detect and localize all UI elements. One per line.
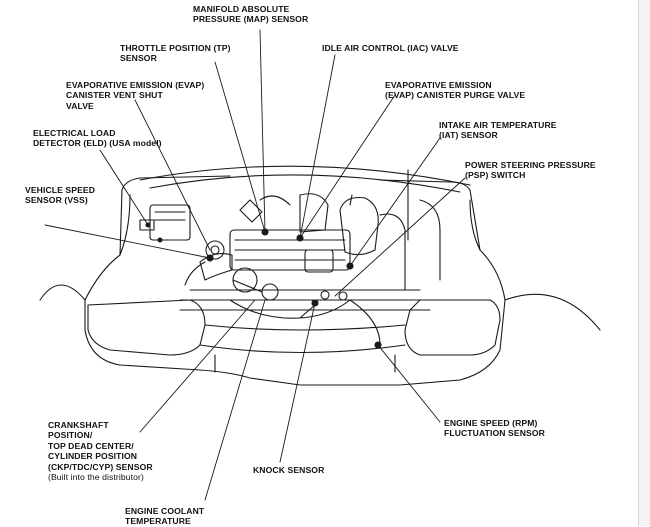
vss-label: VEHICLE SPEED SENSOR (VSS) (25, 185, 96, 206)
car-body-outline (39, 165, 601, 386)
evap-vent-valve-label: EVAPORATIVE EMISSION (EVAP) CANISTER VEN… (66, 80, 205, 111)
iac-valve-label: IDLE AIR CONTROL (IAC) VALVE (322, 43, 459, 53)
eld-label: ELECTRICAL LOAD DETECTOR (ELD) (USA mode… (33, 128, 162, 149)
ckp-note-label: (Built into the distributor) (48, 472, 144, 482)
leader-lines (44, 29, 466, 501)
ect-sensor-label: ENGINE COOLANT TEMPERATURE (125, 506, 205, 527)
map-sensor-label: MANIFOLD ABSOLUTE PRESSURE (MAP) SENSOR (193, 4, 309, 25)
iat-sensor-label: INTAKE AIR TEMPERATURE (IAT) SENSOR (439, 120, 557, 141)
knock-sensor-label: KNOCK SENSOR (253, 465, 325, 475)
psp-switch-label: POWER STEERING PRESSURE (PSP) SWITCH (465, 160, 596, 181)
tp-sensor-label: THROTTLE POSITION (TP) SENSOR (120, 43, 231, 64)
engine-components (139, 169, 441, 349)
evap-purge-valve-label: EVAPORATIVE EMISSION (EVAP) CANISTER PUR… (385, 80, 526, 101)
window-edge (638, 0, 650, 526)
ckp-sensor-label: CRANKSHAFT POSITION/ TOP DEAD CENTER/ CY… (48, 420, 153, 472)
rpm-sensor-label: ENGINE SPEED (RPM) FLUCTUATION SENSOR (444, 418, 545, 439)
